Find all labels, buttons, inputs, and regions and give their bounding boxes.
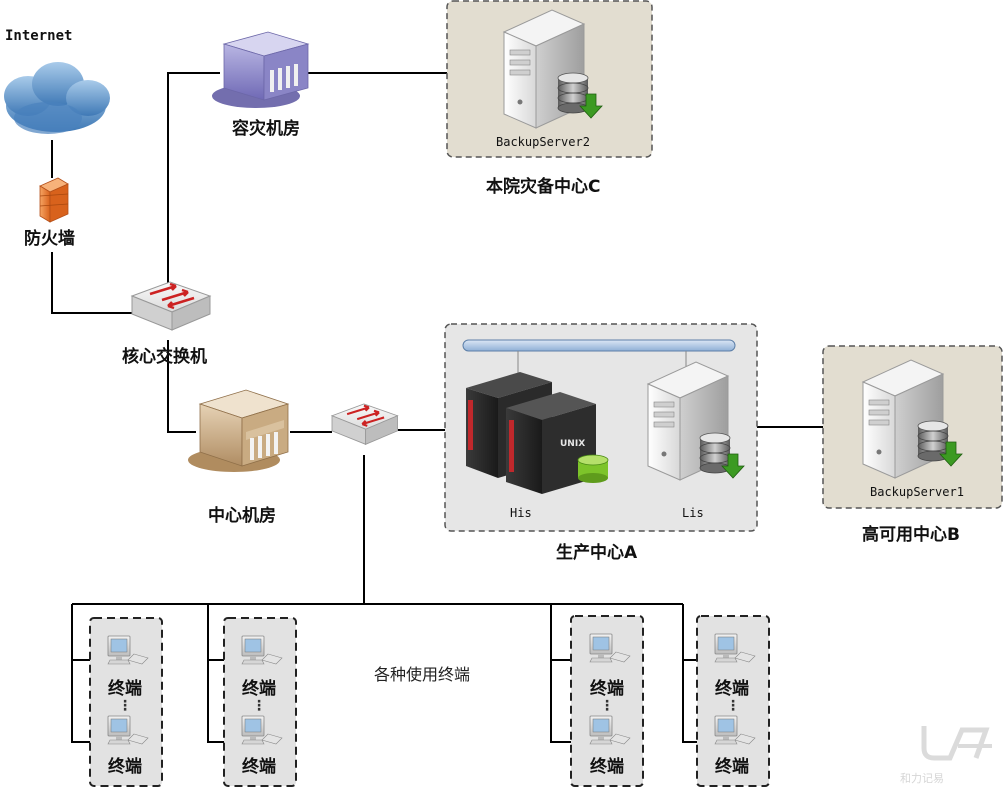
firewall-icon bbox=[39, 177, 69, 223]
ellipsis-label: ⋮ bbox=[600, 698, 614, 714]
lis-label: Lis bbox=[682, 506, 704, 520]
dr-room-building-icon bbox=[212, 31, 310, 108]
his-unix-server-icon: UNIX bbox=[466, 372, 596, 494]
terminal-label: 终端 bbox=[715, 678, 749, 699]
access-switch-icon bbox=[330, 402, 399, 446]
production-center-a-label: 生产中心A bbox=[556, 542, 638, 563]
his-label: His bbox=[510, 506, 532, 520]
central-room-label: 中心机房 bbox=[208, 505, 276, 526]
database-cylinder-icon bbox=[577, 454, 609, 483]
central-room-building-icon bbox=[188, 389, 290, 472]
terminal-label: 终端 bbox=[108, 756, 142, 777]
terminal-label: 终端 bbox=[590, 678, 624, 699]
terminal-label: 终端 bbox=[108, 678, 142, 699]
terminal-label: 终端 bbox=[242, 756, 276, 777]
terminals-caption: 各种使用终端 bbox=[374, 665, 470, 684]
internet-label: Internet bbox=[5, 28, 72, 44]
core-switch-icon bbox=[130, 280, 212, 332]
terminal-label: 终端 bbox=[242, 678, 276, 699]
firewall-label: 防火墙 bbox=[24, 228, 75, 249]
storage-bus-bar bbox=[462, 339, 736, 352]
ellipsis-label: ⋮ bbox=[726, 698, 740, 714]
internet-cloud-icon bbox=[4, 62, 110, 134]
line-firewall-core bbox=[51, 252, 132, 314]
ellipsis-label: ⋮ bbox=[118, 698, 132, 714]
backup-server1-label: BackupServer1 bbox=[870, 485, 964, 499]
line-core-dr-room bbox=[167, 72, 220, 286]
ellipsis-label: ⋮ bbox=[252, 698, 266, 714]
unix-label: UNIX bbox=[560, 439, 585, 449]
line-core-central-room bbox=[167, 340, 196, 433]
ha-center-b-label: 高可用中心B bbox=[862, 524, 960, 545]
terminal-label: 终端 bbox=[715, 756, 749, 777]
terminal-label: 终端 bbox=[590, 756, 624, 777]
dr-center-c-label: 本院灾备中心C bbox=[486, 176, 600, 197]
core-switch-label: 核心交换机 bbox=[122, 346, 207, 367]
watermark-logo: 和力记易 bbox=[900, 726, 992, 785]
backup-server2-label: BackupServer2 bbox=[496, 135, 590, 149]
dr-room-label: 容灾机房 bbox=[232, 118, 300, 139]
logo-text: 和力记易 bbox=[900, 772, 944, 785]
